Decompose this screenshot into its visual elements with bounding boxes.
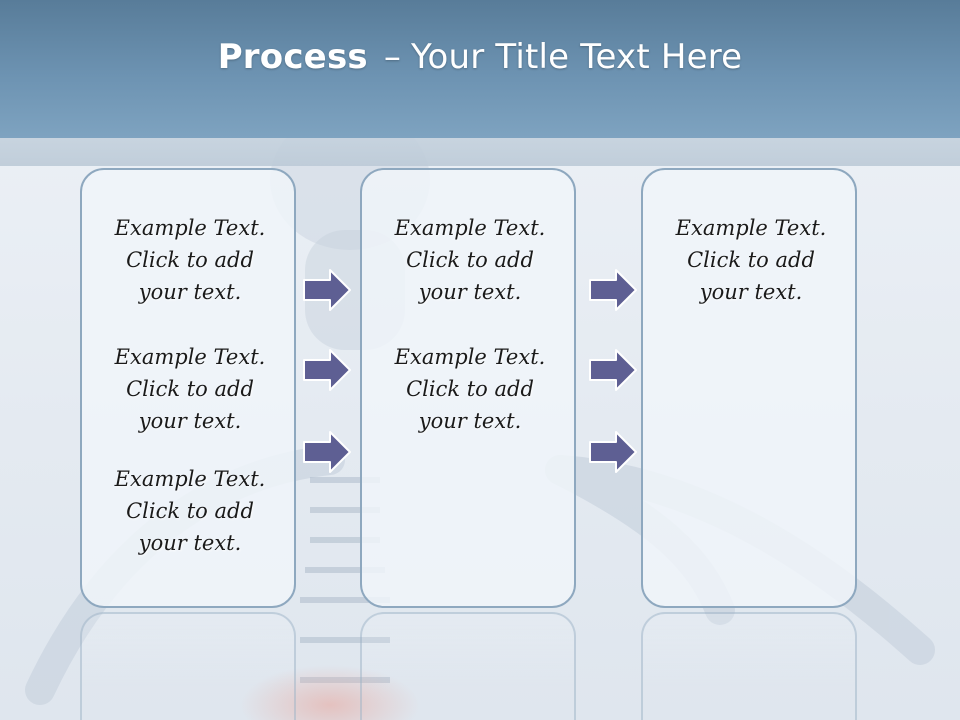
- text-placeholder[interactable]: Example Text. Click to add your text.: [643, 212, 859, 308]
- text-placeholder[interactable]: Example Text. Click to add your text.: [362, 212, 578, 308]
- text-placeholder[interactable]: Example Text. Click to add your text.: [82, 341, 298, 437]
- box-reflection: [80, 612, 296, 720]
- text-line: Click to add: [126, 248, 254, 272]
- text-line: your text.: [699, 280, 803, 304]
- right-arrow-icon[interactable]: [588, 430, 638, 474]
- right-arrow-icon[interactable]: [588, 268, 638, 312]
- text-line: your text.: [138, 409, 242, 433]
- text-line: Example Text.: [394, 345, 546, 369]
- title-rest-part: Your Title Text Here: [411, 37, 743, 77]
- text-placeholder[interactable]: Example Text. Click to add your text.: [82, 463, 298, 559]
- right-arrow-icon[interactable]: [302, 268, 352, 312]
- text-line: Click to add: [126, 377, 254, 401]
- box-reflection: [360, 612, 576, 720]
- text-line: Example Text.: [675, 216, 827, 240]
- text-line: your text.: [418, 409, 522, 433]
- text-line: your text.: [138, 280, 242, 304]
- text-line: Click to add: [126, 499, 254, 523]
- text-line: Example Text.: [114, 216, 266, 240]
- text-line: Example Text.: [114, 345, 266, 369]
- text-line: Example Text.: [114, 467, 266, 491]
- right-arrow-icon[interactable]: [588, 348, 638, 392]
- box-reflection: [641, 612, 857, 720]
- process-box-1[interactable]: Example Text. Click to add your text. Ex…: [80, 168, 296, 608]
- title-underline-strip: [0, 138, 960, 166]
- text-line: your text.: [418, 280, 522, 304]
- text-line: Click to add: [406, 377, 534, 401]
- text-line: Click to add: [406, 248, 534, 272]
- title-bold-part: Process: [217, 37, 368, 77]
- slide-title[interactable]: Process–Your Title Text Here: [218, 37, 743, 77]
- right-arrow-icon[interactable]: [302, 348, 352, 392]
- text-line: Click to add: [687, 248, 815, 272]
- process-box-2[interactable]: Example Text. Click to add your text. Ex…: [360, 168, 576, 608]
- title-bar: Process–Your Title Text Here: [0, 0, 960, 138]
- right-arrow-icon[interactable]: [302, 430, 352, 474]
- text-line: your text.: [138, 531, 242, 555]
- text-placeholder[interactable]: Example Text. Click to add your text.: [362, 341, 578, 437]
- process-box-3[interactable]: Example Text. Click to add your text.: [641, 168, 857, 608]
- title-separator: –: [383, 37, 402, 77]
- text-line: Example Text.: [394, 216, 546, 240]
- text-placeholder[interactable]: Example Text. Click to add your text.: [82, 212, 298, 308]
